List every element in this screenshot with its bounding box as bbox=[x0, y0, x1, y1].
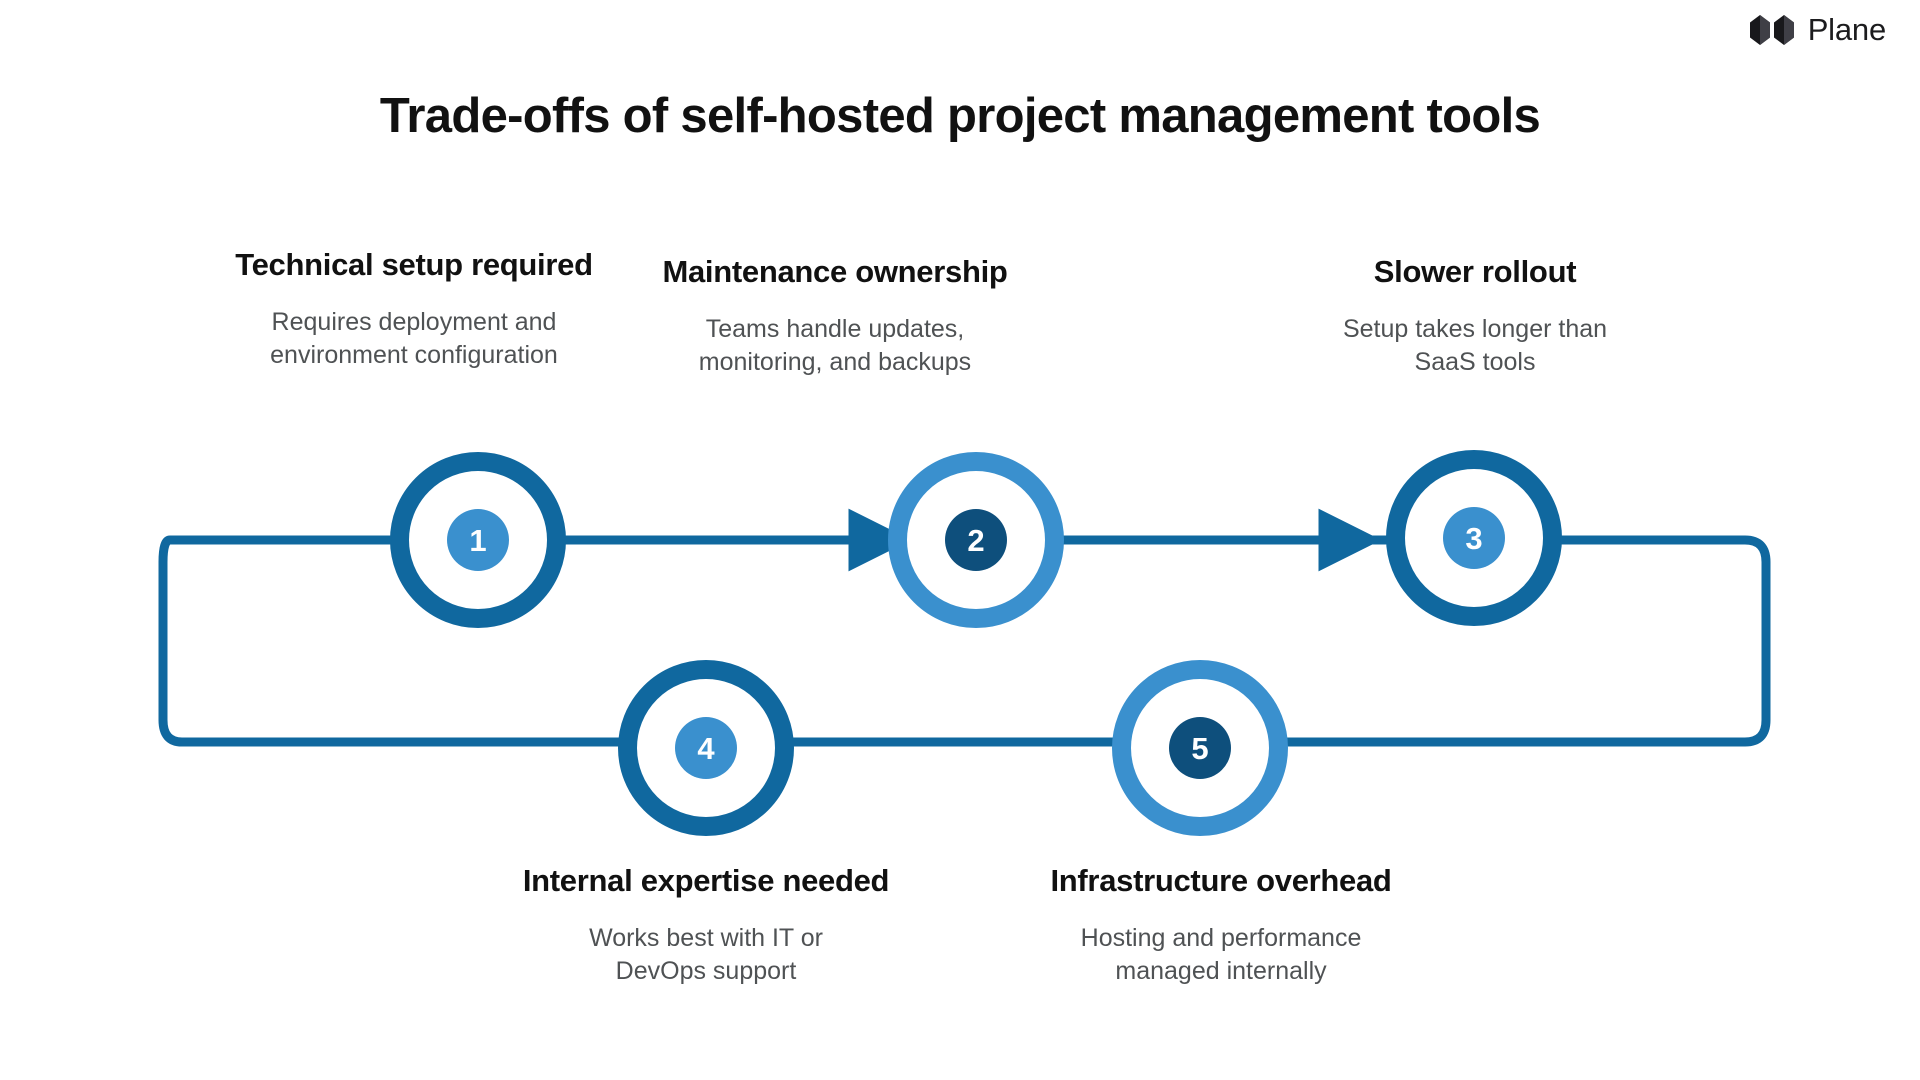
step-description-line: Hosting and performance bbox=[1080, 923, 1362, 952]
step-caption-5: Infrastructure overhead Hosting and perf… bbox=[1011, 862, 1431, 988]
step-node-3[interactable]: 3 bbox=[1386, 450, 1562, 626]
step-heading-1: Technical setup required bbox=[235, 247, 593, 282]
step-description-5: Hosting and performance managed internal… bbox=[1011, 922, 1431, 989]
step-description-3: Setup takes longer than SaaS tools bbox=[1265, 313, 1685, 380]
step-description-4: Works best with IT or DevOps support bbox=[496, 922, 916, 989]
plane-logo-icon bbox=[1749, 14, 1794, 45]
step-number-4: 4 bbox=[697, 730, 715, 766]
step-number-5: 5 bbox=[1191, 730, 1209, 766]
step-description-1: Requires deployment and environment conf… bbox=[204, 306, 624, 373]
step-heading-2: Maintenance ownership bbox=[662, 254, 1008, 289]
step-number-badge-1: 1 bbox=[447, 509, 509, 571]
step-heading-3: Slower rollout bbox=[1373, 254, 1577, 289]
step-node-1[interactable]: 1 bbox=[390, 452, 566, 628]
step-number-badge-2: 2 bbox=[945, 509, 1007, 571]
step-caption-2: Maintenance ownership Teams handle updat… bbox=[625, 253, 1045, 379]
step-heading-5: Infrastructure overhead bbox=[1050, 863, 1392, 898]
page-title: Trade-offs of self-hosted project manage… bbox=[379, 89, 1541, 143]
step-number-badge-3: 3 bbox=[1443, 507, 1505, 569]
step-number-badge-5: 5 bbox=[1169, 717, 1231, 779]
step-caption-1: Technical setup required Requires deploy… bbox=[204, 246, 624, 372]
step-description-line: Setup takes longer than bbox=[1342, 314, 1608, 343]
step-number-badge-4: 4 bbox=[675, 717, 737, 779]
step-description-line: DevOps support bbox=[615, 957, 797, 986]
step-description-line: SaaS tools bbox=[1414, 348, 1536, 377]
step-description-2: Teams handle updates, monitoring, and ba… bbox=[625, 313, 1045, 380]
step-number-2: 2 bbox=[967, 522, 985, 558]
step-description-line: Teams handle updates, bbox=[705, 314, 965, 343]
step-description-line: monitoring, and backups bbox=[698, 348, 972, 377]
brand-logo: Plane bbox=[1749, 12, 1886, 47]
step-heading-4: Internal expertise needed bbox=[522, 863, 890, 898]
step-description-line: managed internally bbox=[1115, 957, 1327, 986]
step-description-line: Works best with IT or bbox=[589, 923, 823, 952]
step-description-line: environment configuration bbox=[270, 341, 558, 370]
brand-name: Plane bbox=[1807, 12, 1886, 47]
step-number-3: 3 bbox=[1465, 520, 1483, 556]
step-caption-3: Slower rollout Setup takes longer than S… bbox=[1265, 253, 1685, 379]
step-caption-4: Internal expertise needed Works best wit… bbox=[496, 862, 916, 988]
step-number-1: 1 bbox=[469, 522, 487, 558]
step-node-5[interactable]: 5 bbox=[1112, 660, 1288, 836]
step-node-4[interactable]: 4 bbox=[618, 660, 794, 836]
step-node-2[interactable]: 2 bbox=[888, 452, 1064, 628]
step-description-line: Requires deployment and bbox=[271, 307, 557, 336]
